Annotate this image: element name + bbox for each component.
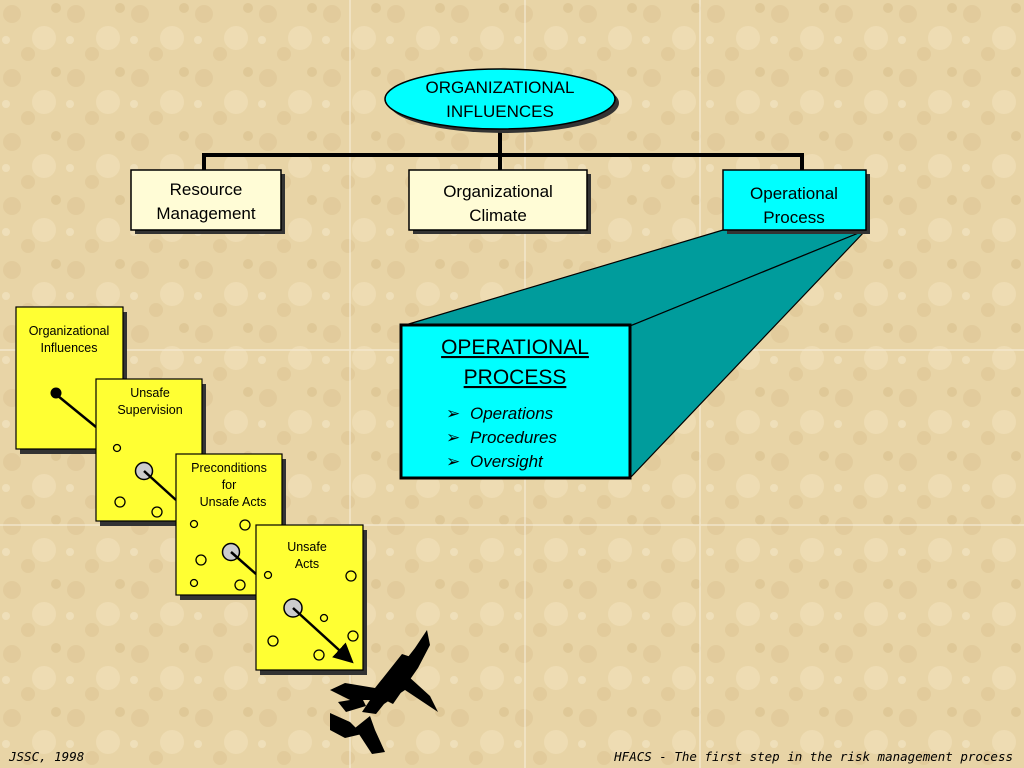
card-1-line2: Influences — [41, 341, 98, 355]
footer-left-credit: JSSC, 1998 — [9, 749, 85, 764]
branch-1-line2: Management — [156, 204, 256, 223]
branch-resource-management: Resource Management — [130, 169, 285, 234]
card-2-line1: Unsafe — [130, 386, 170, 400]
detail-title-line1: OPERATIONAL — [441, 336, 589, 359]
hole-icon — [112, 443, 122, 453]
hole-icon — [267, 635, 279, 647]
branch-organizational-climate: Organizational Climate — [408, 169, 591, 234]
top-node-line2: INFLUENCES — [446, 102, 554, 121]
bullet-arrow-icon: ➢ — [446, 428, 460, 447]
card-3-line1: Preconditions — [191, 461, 267, 475]
branch-2-line1: Organizational — [443, 182, 553, 201]
hole-icon — [114, 496, 126, 508]
hole-icon — [189, 519, 199, 529]
hole-icon — [151, 506, 163, 518]
branch-3-line2: Process — [763, 208, 824, 227]
card-unsafe-acts: Unsafe Acts — [255, 524, 367, 675]
branch-2-line2: Climate — [469, 206, 527, 225]
detail-bullet-2: Procedures — [470, 428, 557, 447]
card-4-line1: Unsafe — [287, 540, 327, 554]
bullet-arrow-icon: ➢ — [446, 452, 460, 471]
top-node-line1: ORGANIZATIONAL — [426, 78, 575, 97]
card-3-line3: Unsafe Acts — [200, 495, 267, 509]
hole-icon — [195, 554, 207, 566]
hole-icon — [263, 570, 273, 580]
detail-bullet-1: Operations — [470, 404, 554, 423]
hole-icon — [345, 570, 357, 582]
top-node: ORGANIZATIONAL INFLUENCES — [384, 68, 619, 133]
card-4-line2: Acts — [295, 557, 319, 571]
hole-icon — [313, 649, 325, 661]
branch-3-line1: Operational — [750, 184, 838, 203]
detail-box: OPERATIONAL PROCESS ➢ Operations ➢ Proce… — [399, 323, 632, 480]
card-3-line2: for — [222, 478, 237, 492]
branch-operational-process: Operational Process — [722, 169, 870, 234]
card-1-line1: Organizational — [29, 324, 110, 338]
hole-icon — [189, 578, 199, 588]
hole-icon — [234, 579, 246, 591]
hole-icon — [319, 613, 329, 623]
accident-trajectory-arrow — [292, 607, 354, 664]
tree-connectors — [202, 130, 804, 172]
card-2-line2: Supervision — [117, 403, 182, 417]
footer-right-caption: HFACS - The first step in the risk manag… — [614, 749, 1013, 764]
hole-icon — [239, 519, 251, 531]
detail-bullet-3: Oversight — [470, 452, 544, 471]
hole-icon — [347, 630, 359, 642]
branch-1-line1: Resource — [170, 180, 243, 199]
detail-title-line2: PROCESS — [464, 366, 567, 389]
bullet-arrow-icon: ➢ — [446, 404, 460, 423]
crashed-jet-icon — [330, 630, 438, 754]
